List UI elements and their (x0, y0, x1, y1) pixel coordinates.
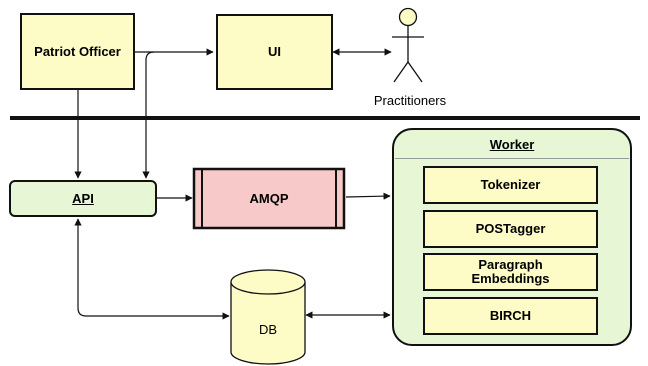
api-label: API (72, 190, 94, 206)
edge-api-db (74, 218, 230, 320)
tokenizer-label: Tokenizer (480, 177, 541, 192)
patriot-officer-label: Patriot Officer (34, 43, 121, 59)
patriot-officer-node: Patriot Officer (20, 13, 135, 90)
db-cylinder-shape (230, 269, 306, 365)
worker-title-divider (395, 158, 629, 159)
amqp-label: AMQP (249, 190, 289, 206)
worker-title: Worker (489, 137, 535, 152)
birch-label: BIRCH (489, 308, 532, 323)
paragraph-embeddings-label: Paragraph Embeddings (471, 257, 550, 286)
worker-stage-postagger: POSTagger (423, 210, 598, 248)
worker-stage-birch: BIRCH (423, 297, 598, 335)
edge-api-to-ui (142, 51, 155, 179)
api-node: API (9, 180, 157, 217)
practitioners-label: Practitioners (373, 93, 447, 108)
amqp-node: AMQP (194, 169, 344, 228)
db-label: DB (258, 322, 278, 337)
ui-node: UI (216, 14, 333, 90)
amqp-node-shape (192, 167, 346, 230)
postagger-label: POSTagger (475, 221, 546, 236)
ui-label: UI (268, 44, 281, 59)
practitioners-actor-icon (392, 7, 424, 83)
worker-stage-tokenizer: Tokenizer (423, 166, 598, 204)
edge-amqp-to-worker (345, 192, 391, 200)
worker-stage-paragraph-embeddings: Paragraph Embeddings (423, 253, 598, 291)
